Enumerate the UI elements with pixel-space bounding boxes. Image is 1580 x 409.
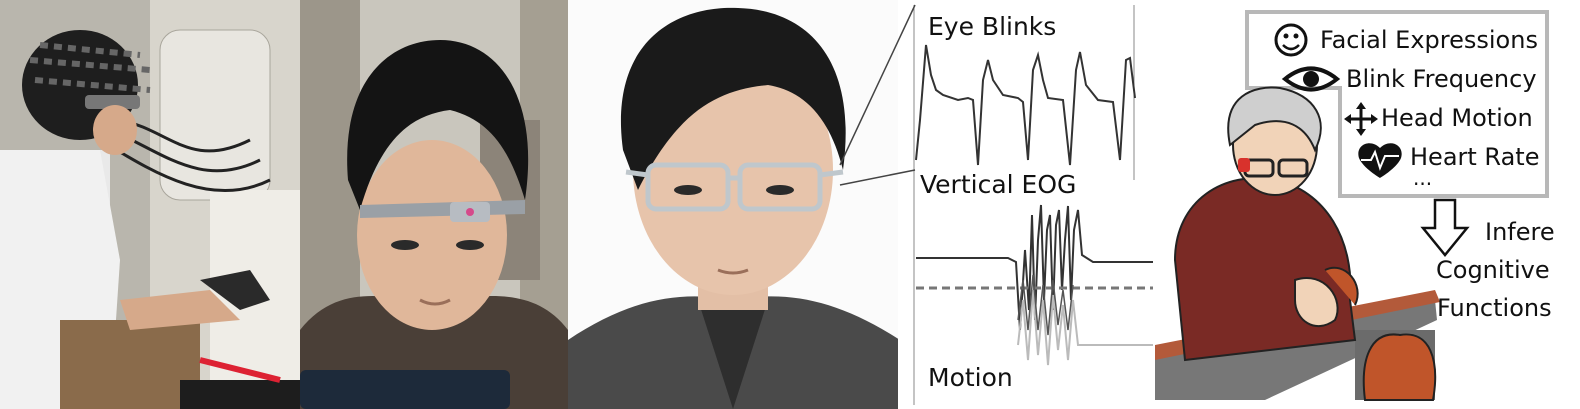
signal-plots-panel: Eye Blinks Vertical EOG Motion xyxy=(898,0,1155,409)
motion-label: Motion xyxy=(928,363,1013,392)
eog-glasses-portrait-photo xyxy=(568,0,900,409)
feature-list-ellipsis: ... xyxy=(1413,166,1433,190)
down-arrow-icon xyxy=(1420,198,1470,257)
smiley-face-icon xyxy=(1274,23,1308,57)
eye-blinks-label: Eye Blinks xyxy=(928,12,1057,41)
infer-text-line-3: Functions xyxy=(1437,294,1552,322)
four-way-arrows-icon xyxy=(1344,102,1378,136)
vertical-eog-trace xyxy=(916,204,1153,331)
signal-plots-svg xyxy=(898,0,1155,409)
feature-label-blink-frequency: Blink Frequency xyxy=(1346,65,1537,93)
google-glass-closeup-photo xyxy=(300,0,568,409)
infer-text-line-2: Cognitive xyxy=(1436,256,1550,284)
heart-pulse-icon xyxy=(1358,143,1402,178)
motion-trace xyxy=(1017,289,1153,366)
zoom-connector-lines xyxy=(839,4,916,186)
vertical-eog-label: Vertical EOG xyxy=(920,170,1077,199)
eye-icon xyxy=(1281,66,1341,92)
eye-blinks-trace xyxy=(915,44,1136,166)
feature-box-outline xyxy=(1245,10,1549,198)
infer-text-line-1: Infere xyxy=(1485,218,1555,246)
feature-label-head-motion: Head Motion xyxy=(1381,104,1533,132)
eeg-experiment-photo xyxy=(0,0,300,409)
feature-label-heart-rate: Heart Rate xyxy=(1410,143,1540,171)
feature-label-facial-expressions: Facial Expressions xyxy=(1320,26,1538,54)
cognitive-inference-illustration: Facial Expressions Blink Frequency Head … xyxy=(1155,0,1580,409)
